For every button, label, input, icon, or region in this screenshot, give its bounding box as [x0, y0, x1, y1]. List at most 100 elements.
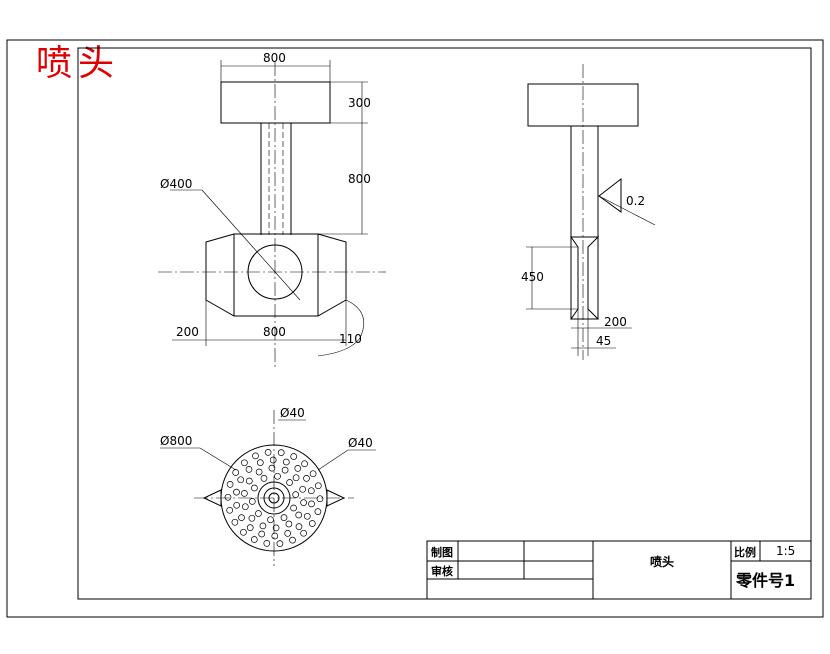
nozzle-hole	[232, 469, 240, 476]
nozzle-hole	[240, 528, 247, 536]
nozzle-hole	[289, 536, 296, 544]
part-name: 喷头	[650, 554, 674, 569]
scale-value: 1:5	[776, 544, 795, 558]
part-number: 零件号1	[735, 571, 795, 590]
nozzle-hole	[282, 458, 290, 466]
nozzle-hole	[260, 475, 268, 482]
nozzle-hole	[269, 456, 277, 464]
front-view-dims: 800 300 800 Ø400 200 800 110	[160, 51, 371, 346]
inner-border	[77, 47, 812, 600]
nozzle-hole	[233, 501, 241, 509]
dim-side-left: 200	[176, 325, 199, 339]
nozzle-hole	[255, 510, 262, 517]
dim-taper: 0.2	[626, 194, 645, 208]
nozzle-hole	[308, 500, 315, 508]
front-head-box	[220, 81, 331, 124]
nozzle-hole	[248, 514, 256, 522]
nozzle-hole	[303, 475, 310, 482]
nozzle-hole	[245, 477, 253, 485]
nozzle-hole	[284, 530, 292, 537]
nozzle-hole	[303, 512, 311, 520]
nozzle-hole	[274, 472, 281, 480]
nozzle-hole	[292, 491, 300, 498]
nozzle-hole	[286, 479, 293, 486]
dim-nozzle-width: 200	[604, 315, 627, 329]
nozzle-hole	[276, 540, 284, 547]
nozzle-hole	[285, 520, 293, 528]
nozzle-hole	[295, 511, 303, 519]
nozzle-hole	[294, 465, 302, 472]
nozzle-hole	[267, 516, 274, 524]
dim-head-height: 300	[348, 96, 371, 110]
nozzle-hole	[290, 453, 298, 460]
nozzle-hole	[280, 514, 288, 521]
bottom-holes	[224, 449, 324, 547]
dim-pipe-length: 800	[348, 172, 371, 186]
dim-outer: Ø800	[160, 434, 192, 448]
nozzle-hole	[256, 459, 264, 466]
nozzle-hole	[241, 459, 248, 467]
nozzle-hole	[277, 449, 285, 456]
nozzle-hole	[259, 522, 267, 530]
dim-nozzle-height: 450	[521, 270, 544, 284]
nozzle-hole	[307, 487, 315, 495]
checked-by-label: 审核	[431, 564, 453, 578]
nozzle-hole	[233, 488, 240, 496]
dim-body-width: 800	[263, 325, 286, 339]
nozzle-hole	[252, 452, 259, 460]
nozzle-hole	[245, 466, 253, 473]
dim-circle: Ø400	[160, 177, 192, 191]
nozzle-hole	[314, 508, 322, 515]
corner-title: 喷头	[36, 43, 121, 84]
nozzle-hole	[255, 468, 263, 476]
dim-angle: 110	[339, 332, 362, 346]
nozzle-hole	[251, 484, 258, 492]
nozzle-hole	[316, 495, 324, 503]
title-block	[426, 540, 812, 600]
side-view-dims: 0.2 450 200 45	[521, 194, 645, 348]
dim-center-hole: Ø40	[280, 406, 305, 420]
nozzle-hole	[224, 493, 232, 501]
outer-border	[6, 39, 824, 618]
nozzle-hole	[248, 498, 256, 505]
side-nozzle	[570, 236, 600, 320]
dim-top-width: 800	[263, 51, 286, 65]
taper-symbol	[598, 177, 622, 213]
side-view	[526, 64, 656, 360]
nozzle-hole	[241, 503, 249, 511]
nozzle-hole	[268, 464, 276, 472]
nozzle-hole	[271, 532, 279, 540]
nozzle-hole	[258, 530, 266, 538]
dim-nozzle-gap: 45	[596, 334, 611, 348]
nozzle-hole	[264, 449, 272, 456]
nozzle-hole	[250, 536, 258, 543]
nozzle-hole	[231, 518, 239, 526]
title-block-text: 制图 审核 喷头 比例 1:5 零件号1	[431, 544, 795, 590]
nozzle-hole	[238, 514, 245, 521]
bottom-view-dims: Ø40 Ø800 Ø40	[160, 406, 373, 450]
nozzle-hole	[299, 485, 307, 493]
nozzle-hole	[246, 524, 254, 531]
nozzle-hole	[226, 506, 234, 514]
nozzle-hole	[300, 499, 307, 506]
drawn-by-label: 制图	[431, 545, 453, 559]
nozzle-hole	[290, 504, 297, 512]
nozzle-hole	[292, 474, 300, 482]
nozzle-hole	[237, 476, 245, 484]
nozzle-hole	[263, 540, 271, 547]
nozzle-hole	[241, 490, 248, 497]
dim-small-hole: Ø40	[348, 436, 373, 450]
front-body	[205, 233, 347, 317]
nozzle-hole	[295, 523, 303, 530]
nozzle-hole	[300, 529, 307, 537]
front-view	[158, 60, 386, 370]
nozzle-hole	[226, 481, 234, 488]
nozzle-hole	[272, 524, 280, 532]
nozzle-hole	[301, 460, 308, 468]
bottom-view	[160, 410, 376, 566]
nozzle-hole	[309, 470, 317, 478]
nozzle-hole	[308, 520, 316, 527]
scale-label: 比例	[734, 545, 756, 559]
